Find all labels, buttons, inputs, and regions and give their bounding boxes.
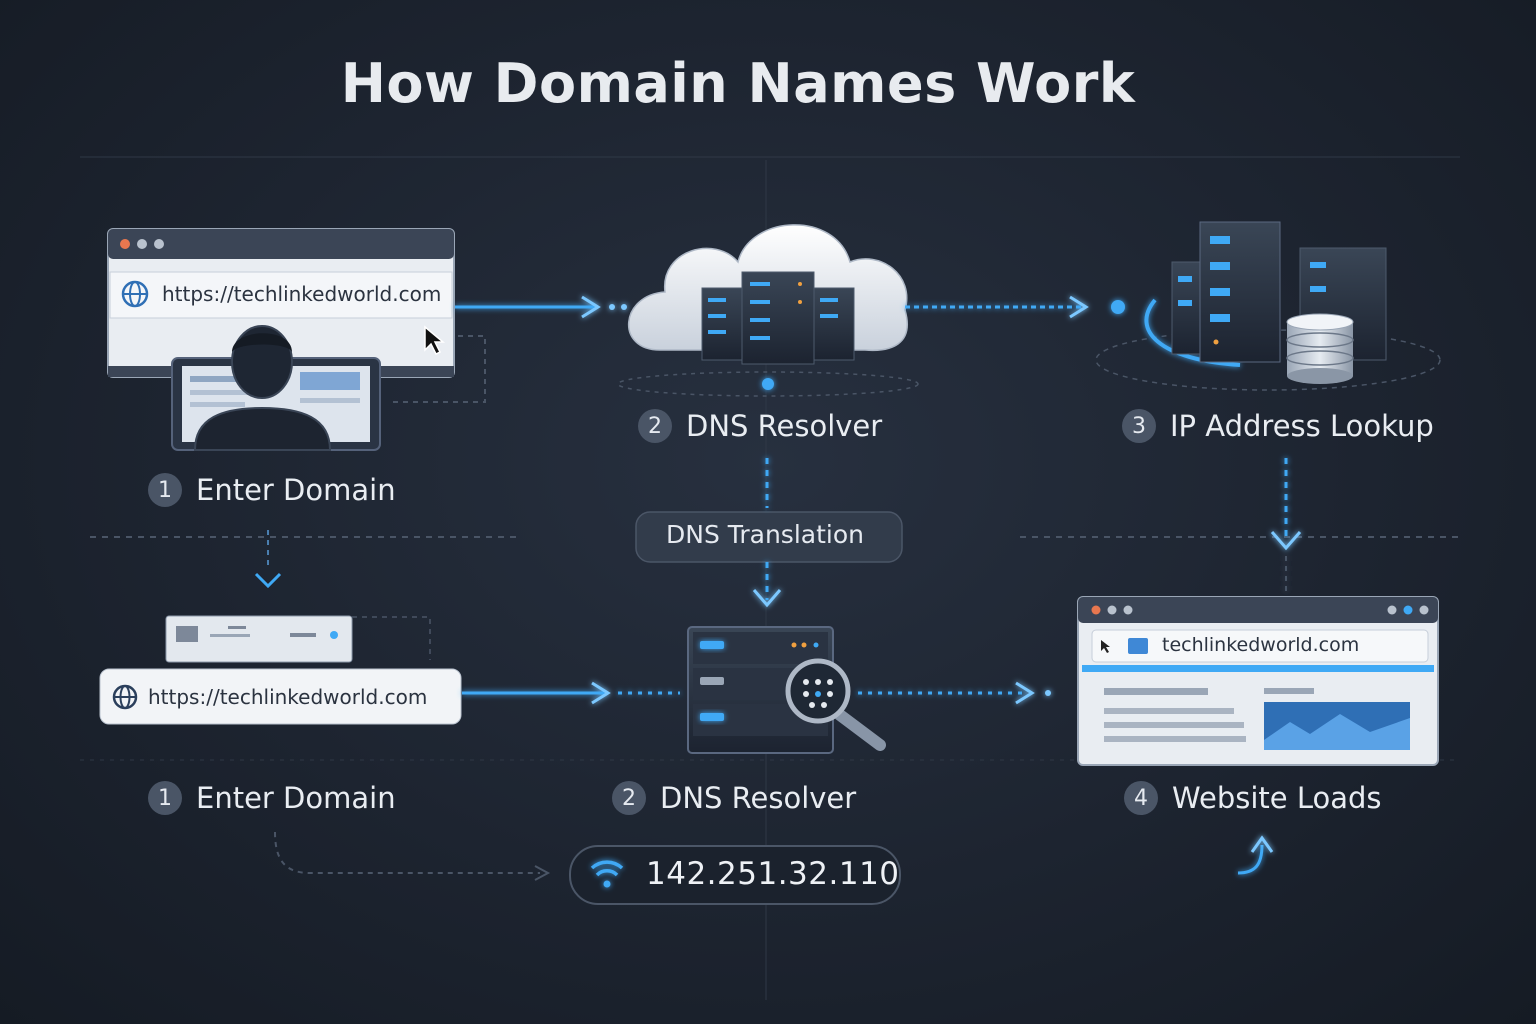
step-text: Website Loads <box>1172 781 1382 815</box>
ip-connector <box>274 831 1274 905</box>
step-number: 1 <box>148 781 182 815</box>
step-text: DNS Resolver <box>660 781 857 815</box>
top-step1-label: 1 Enter Domain <box>148 473 396 507</box>
step-text: IP Address Lookup <box>1170 409 1434 443</box>
globe-icon <box>112 684 138 710</box>
website-url: techlinkedworld.com <box>1162 634 1360 656</box>
bottom-step1-label: 1 Enter Domain <box>148 781 396 815</box>
bottom-step2-label: 2 DNS Resolver <box>612 781 856 815</box>
user-at-laptop <box>171 325 381 451</box>
arrow-lookup-down <box>1270 458 1302 594</box>
arrow-resolver-to-lookup <box>905 295 1125 319</box>
database-icon <box>1286 313 1354 384</box>
arrow-resolver-to-site <box>858 681 1051 705</box>
user-icon <box>193 325 332 451</box>
resolver-orbit <box>617 371 919 397</box>
step-text: Enter Domain <box>196 781 396 815</box>
bottom-mini-browser <box>165 615 431 663</box>
ip-address: 142.251.32.110 <box>646 856 900 892</box>
bottom-step4-label: 4 Website Loads <box>1124 781 1382 815</box>
bottom-search-bar <box>99 668 462 725</box>
globe-icon <box>121 280 149 308</box>
page-title: How Domain Names Work <box>340 52 1136 115</box>
step-number: 2 <box>638 409 672 443</box>
top-step3-label: 3 IP Address Lookup <box>1122 409 1434 443</box>
top-browser-url: https://techlinkedworld.com <box>162 282 442 306</box>
step-text: Enter Domain <box>196 473 396 507</box>
arrow-resolver-down <box>752 458 782 608</box>
translation-divider <box>90 511 1460 563</box>
cursor-icon <box>424 325 446 356</box>
lookup-servers <box>1095 221 1441 391</box>
step-number: 1 <box>148 473 182 507</box>
arrow-search-to-resolver <box>462 681 680 705</box>
magnifier-icon <box>785 658 886 751</box>
top-step2-label: 2 DNS Resolver <box>638 409 882 443</box>
wifi-icon <box>590 860 624 888</box>
step-number: 3 <box>1122 409 1156 443</box>
step-number: 4 <box>1124 781 1158 815</box>
arrow-enter-down <box>254 530 282 589</box>
server-icon <box>701 271 855 365</box>
dns-translation-label: DNS Translation <box>666 520 864 549</box>
bottom-search-url: https://techlinkedworld.com <box>148 685 428 709</box>
arrow-browser-to-resolver <box>455 295 627 319</box>
step-number: 2 <box>612 781 646 815</box>
step-text: DNS Resolver <box>686 409 883 443</box>
website-window <box>1077 596 1439 766</box>
